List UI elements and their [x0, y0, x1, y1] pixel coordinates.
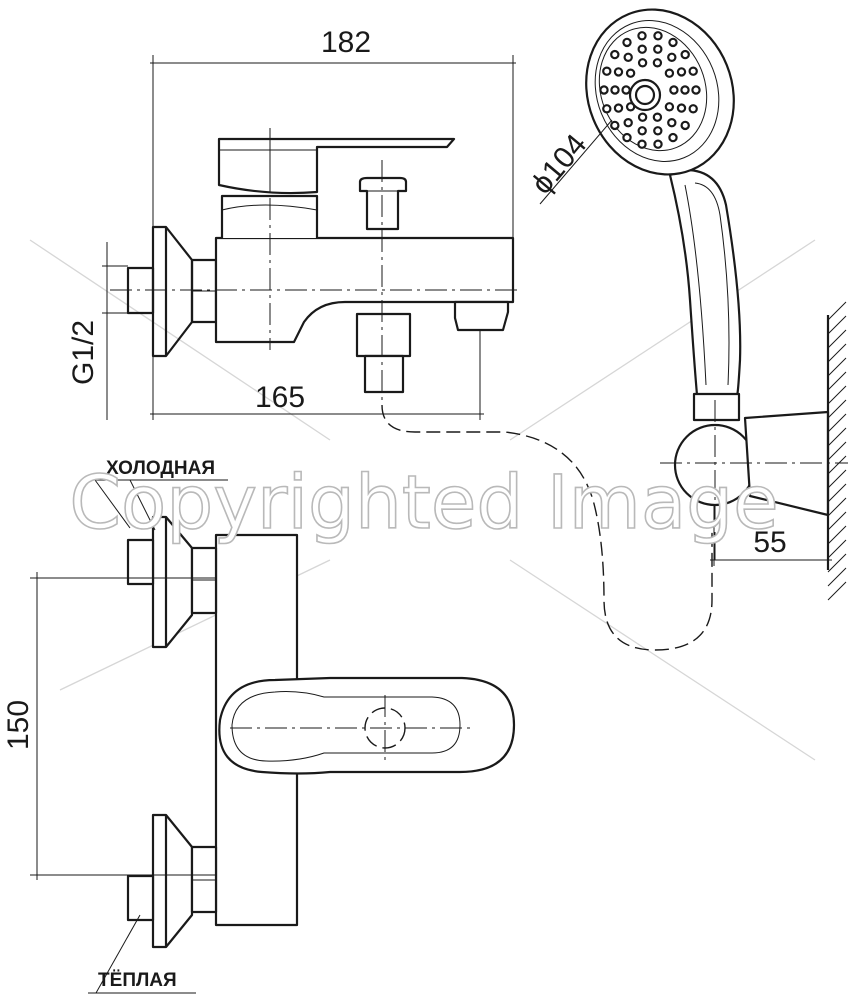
hatch-line	[827, 441, 847, 461]
spray-hole	[664, 102, 675, 112]
hatch-line	[827, 427, 847, 447]
spray-hole	[637, 112, 648, 122]
spray-hole	[610, 49, 620, 60]
spray-hole	[652, 58, 663, 68]
spray-hole	[676, 67, 687, 77]
spray-hole	[602, 104, 612, 114]
label-hot: ТЁПЛАЯ	[88, 914, 196, 994]
spray-hole	[653, 126, 663, 136]
spray-hole	[610, 85, 620, 95]
hatch-line	[827, 483, 847, 503]
hatch-line	[827, 343, 847, 363]
spray-hole	[664, 68, 675, 78]
dimension-thread-text: G1/2	[67, 320, 100, 385]
hatch-line	[827, 567, 847, 587]
spray-hole	[621, 85, 631, 95]
hatch-line	[827, 497, 847, 517]
mixer-side-view	[110, 128, 520, 405]
spray-hole	[637, 58, 648, 68]
hatch-line	[827, 385, 847, 405]
spray-hole	[676, 103, 687, 113]
hatch-line	[827, 399, 847, 419]
spray-hole	[622, 132, 632, 143]
hose-path	[381, 404, 713, 651]
dimension-182: 182	[150, 26, 516, 238]
spray-hole	[637, 31, 647, 41]
spray-hole	[653, 44, 663, 54]
spray-hole	[637, 44, 647, 54]
spray-hole	[667, 117, 677, 128]
wall-hatching	[826, 301, 847, 601]
dimension-55-text: 55	[753, 526, 786, 559]
spray-hole	[668, 132, 678, 143]
dimension-150-text: 150	[2, 700, 35, 750]
spray-hole	[622, 37, 632, 48]
dimension-165-text: 165	[255, 381, 305, 414]
hatch-line	[827, 469, 847, 489]
dimension-165: 165	[150, 330, 484, 420]
spray-hole	[623, 52, 633, 63]
spray-hole	[653, 139, 663, 149]
spray-hole	[667, 52, 677, 63]
watermark-text: Copyrighted Image	[69, 460, 778, 546]
spray-hole	[637, 126, 647, 136]
label-hot-text: ТЁПЛАЯ	[98, 970, 177, 991]
label-cold-text: ХОЛОДНАЯ	[106, 458, 215, 479]
spray-hole	[652, 112, 663, 122]
hatch-line	[827, 315, 847, 335]
hatch-line	[827, 413, 847, 433]
hatch-line	[827, 553, 847, 573]
dimension-head-diameter-text: ϕ104	[525, 128, 593, 200]
dimension-150: 150	[2, 572, 216, 880]
hatch-line	[827, 357, 847, 377]
spray-hole	[680, 85, 690, 95]
dimension-thread: G1/2	[67, 242, 128, 420]
spray-hole	[602, 66, 612, 76]
hand-shower	[585, 8, 848, 560]
spray-hole	[625, 68, 636, 78]
spray-hole	[599, 85, 609, 95]
mixer-front-view	[126, 515, 516, 949]
spray-hole	[680, 49, 690, 60]
dimension-182-text: 182	[321, 26, 371, 59]
hatch-line	[827, 329, 847, 349]
hatch-line	[827, 581, 847, 601]
spray-hole	[668, 37, 678, 48]
spray-hole	[623, 117, 633, 128]
hatch-line	[827, 371, 847, 391]
spray-hole	[653, 31, 663, 41]
spray-hole	[610, 120, 620, 131]
hatch-line	[827, 539, 847, 559]
hatch-line	[827, 525, 847, 545]
spray-holes	[599, 31, 701, 149]
hatch-line	[827, 301, 847, 321]
label-cold: ХОЛОДНАЯ	[90, 458, 228, 531]
spray-hole	[669, 85, 679, 95]
spray-hole	[688, 66, 698, 76]
hatch-line	[827, 455, 847, 475]
hatch-line	[827, 511, 847, 531]
spray-hole	[613, 103, 624, 113]
spray-hole	[691, 85, 701, 95]
dimension-55: 55	[710, 505, 832, 566]
spray-hole	[613, 67, 624, 77]
spray-hole	[688, 104, 698, 114]
spray-hole	[637, 139, 647, 149]
spray-hole	[680, 120, 690, 131]
